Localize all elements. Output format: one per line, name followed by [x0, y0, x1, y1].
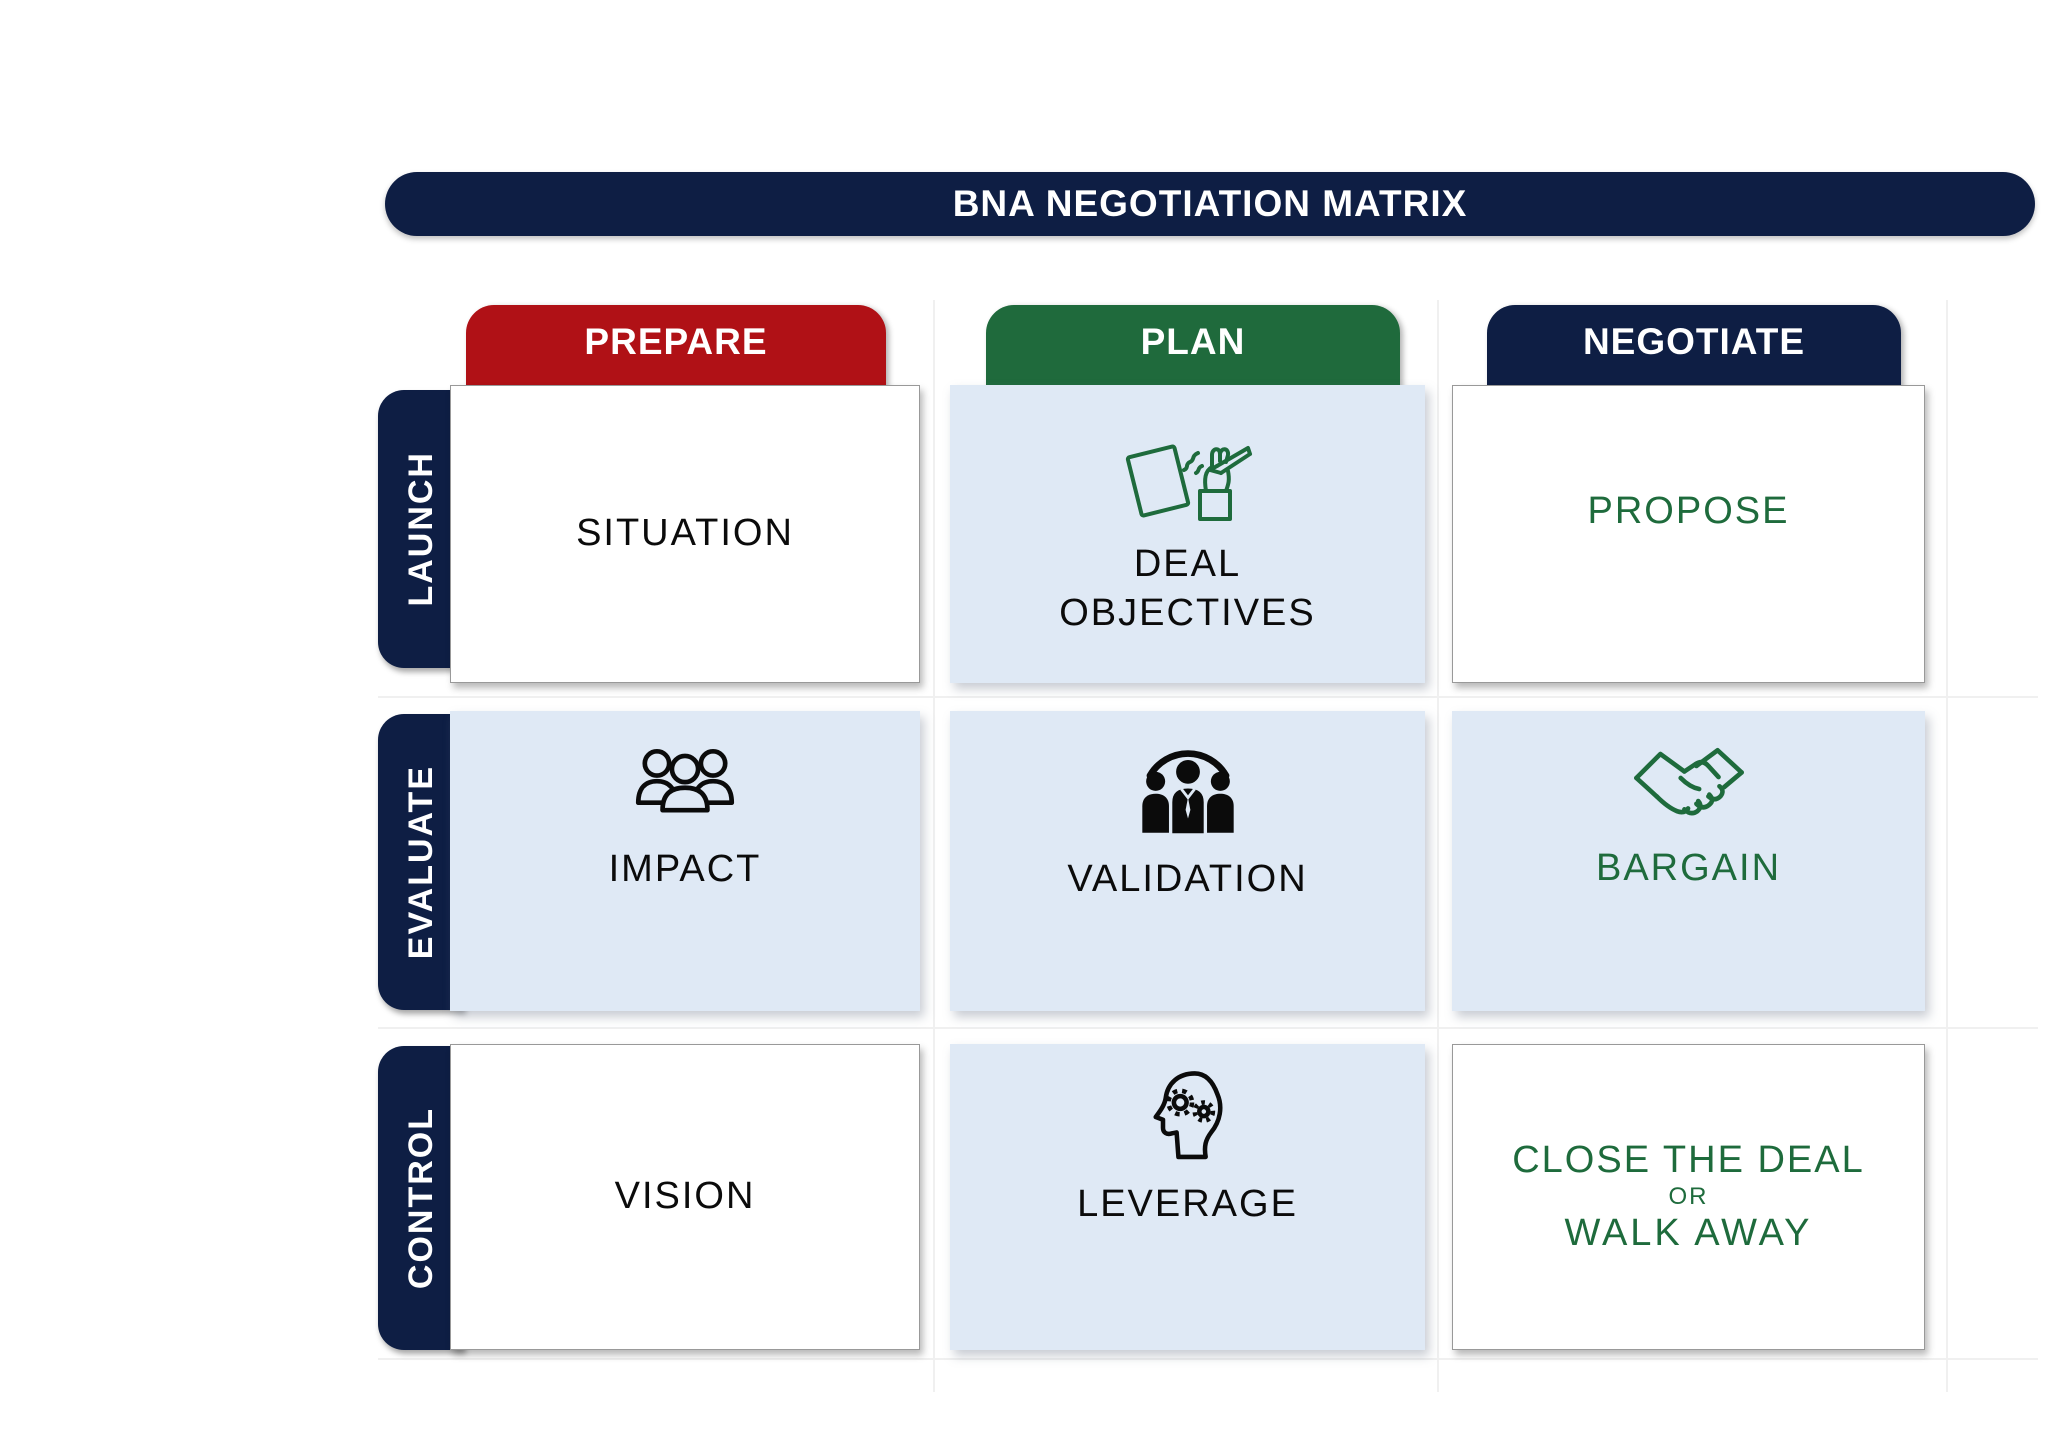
- cell-label: PROPOSE: [1587, 490, 1790, 533]
- cell-label-line: CLOSE THE DEAL: [1512, 1138, 1865, 1181]
- row-header-label: CONTROL: [401, 1106, 440, 1290]
- column-header-label: PLAN: [1140, 321, 1246, 362]
- cell-label: BARGAIN: [1595, 847, 1782, 889]
- column-header-label: NEGOTIATE: [1582, 321, 1806, 362]
- grid-divider: [933, 300, 935, 1392]
- cell-label-line: WALK AWAY: [1564, 1212, 1813, 1254]
- cell-vision: VISION: [450, 1044, 920, 1350]
- team-leader-icon: [1141, 750, 1234, 837]
- cell-deal-objectives: DEAL OBJECTIVES: [950, 385, 1425, 683]
- cell-label: VALIDATION: [1067, 858, 1308, 900]
- cell-leverage: LEVERAGE: [950, 1044, 1425, 1350]
- contract-signing-icon: [1125, 444, 1252, 521]
- column-header-label: PREPARE: [584, 321, 768, 362]
- cell-label: DEAL OBJECTIVES: [1059, 540, 1316, 639]
- row-header-evaluate: EVALUATE: [378, 714, 464, 1010]
- people-group-icon: [635, 748, 735, 813]
- page-title: BNA NEGOTIATION MATRIX: [952, 183, 1468, 224]
- cell-label-line: OBJECTIVES: [1059, 592, 1316, 635]
- cell-label-line: DEAL: [1133, 543, 1242, 585]
- grid-divider: [1437, 300, 1439, 1392]
- cell-close-the-deal-or-walk-away: CLOSE THE DEAL OR WALK AWAY: [1452, 1044, 1925, 1350]
- cell-impact: IMPACT: [450, 711, 920, 1011]
- cell-label: LEVERAGE: [1077, 1183, 1298, 1225]
- grid-divider: [378, 696, 2038, 698]
- cell-label-line: OR: [1668, 1183, 1709, 1210]
- cell-label: VISION: [614, 1175, 756, 1218]
- head-gears-icon: [1153, 1071, 1223, 1160]
- cell-label: IMPACT: [608, 848, 762, 890]
- cell-bargain: BARGAIN: [1452, 711, 1925, 1011]
- row-header-control: CONTROL: [378, 1046, 464, 1350]
- row-header-label: EVALUATE: [401, 764, 440, 960]
- handshake-icon: [1633, 747, 1744, 816]
- row-header-launch: LAUNCH: [378, 390, 464, 668]
- grid-divider: [378, 1027, 2038, 1029]
- grid-divider: [378, 1358, 2038, 1360]
- row-header-label: LAUNCH: [401, 451, 440, 607]
- cell-propose: PROPOSE: [1452, 385, 1925, 683]
- grid-divider: [1946, 300, 1948, 1392]
- cell-validation: VALIDATION: [950, 711, 1425, 1011]
- cell-situation: SITUATION: [450, 385, 920, 683]
- cell-label: SITUATION: [576, 512, 794, 555]
- title-banner: BNA NEGOTIATION MATRIX: [385, 172, 2035, 236]
